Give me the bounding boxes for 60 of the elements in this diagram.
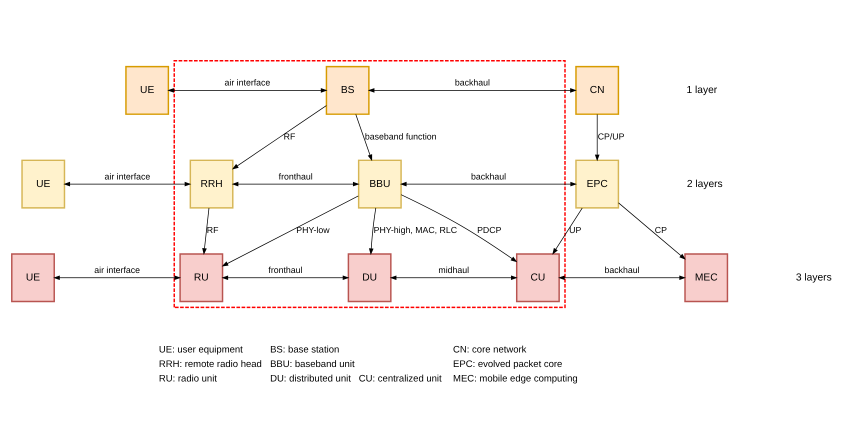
node-box: BS (326, 65, 370, 114)
label: 3 layers (796, 272, 832, 283)
arrow (558, 274, 686, 280)
node-box: BBU (358, 159, 402, 208)
edge-label: air interface (94, 264, 140, 275)
arrow (390, 274, 518, 280)
edge-label: fronthaul (278, 170, 313, 181)
edge-label: air interface (104, 170, 150, 181)
edge-label: air interface (224, 77, 270, 88)
edge-label: backhaul (470, 170, 506, 181)
node-box: RRH (190, 159, 234, 208)
arrow (63, 181, 192, 186)
edge-label: PDCP (477, 224, 502, 235)
node-box: MEC (684, 252, 728, 302)
edge-label: RF (206, 224, 218, 235)
arrow (167, 88, 328, 92)
node-box: CN (575, 65, 620, 114)
node-box: UE (21, 159, 66, 208)
edge-label: RF (284, 131, 296, 142)
edge-label: backhaul (604, 264, 640, 275)
node-box: DU (348, 252, 392, 302)
label: DU: distributed unit CU: centralized unit (270, 373, 442, 384)
arrow (400, 194, 518, 262)
arrow (222, 195, 359, 266)
edge-label: midhaul (438, 264, 470, 275)
edge-label: PHY-low (296, 224, 330, 235)
label: 1 layer (686, 84, 718, 96)
label: RRH: remote radio head (158, 358, 262, 370)
edge-label: UP (569, 224, 582, 235)
label: BBU: baseband unit (270, 358, 355, 370)
arrow (222, 274, 350, 280)
arrow (594, 114, 600, 161)
label: 2 layers (686, 178, 723, 190)
arrow (232, 181, 360, 186)
arrow (400, 181, 577, 186)
node-box: CU (516, 252, 560, 302)
label: RU: radio unit (158, 373, 217, 384)
arrow (368, 207, 376, 255)
node-box: EPC (575, 159, 620, 208)
arrow (618, 202, 686, 260)
label: CN: core network (453, 344, 526, 355)
label: EPC: evolved packet core (453, 358, 562, 370)
label: MEC: mobile edge computing (453, 373, 578, 384)
arrow (53, 274, 181, 280)
label: BS: base station (270, 344, 340, 355)
edge-label: CP/UP (598, 131, 624, 142)
node-box: UE (11, 252, 55, 302)
arrow (552, 207, 583, 254)
arrow (368, 88, 577, 92)
arrow (202, 207, 210, 254)
arrow (355, 114, 372, 161)
node-box: UE (125, 65, 170, 114)
edge-label: fronthaul (268, 264, 303, 275)
edge-label: PHY-high, MAC, RLC (374, 224, 458, 235)
label: UE: user equipment (158, 344, 243, 355)
edge-label: CP (654, 224, 667, 235)
node-box: RU (179, 252, 224, 302)
edge-label: baseband function (364, 131, 437, 142)
edge-label: backhaul (454, 77, 490, 88)
arrow (232, 104, 327, 169)
